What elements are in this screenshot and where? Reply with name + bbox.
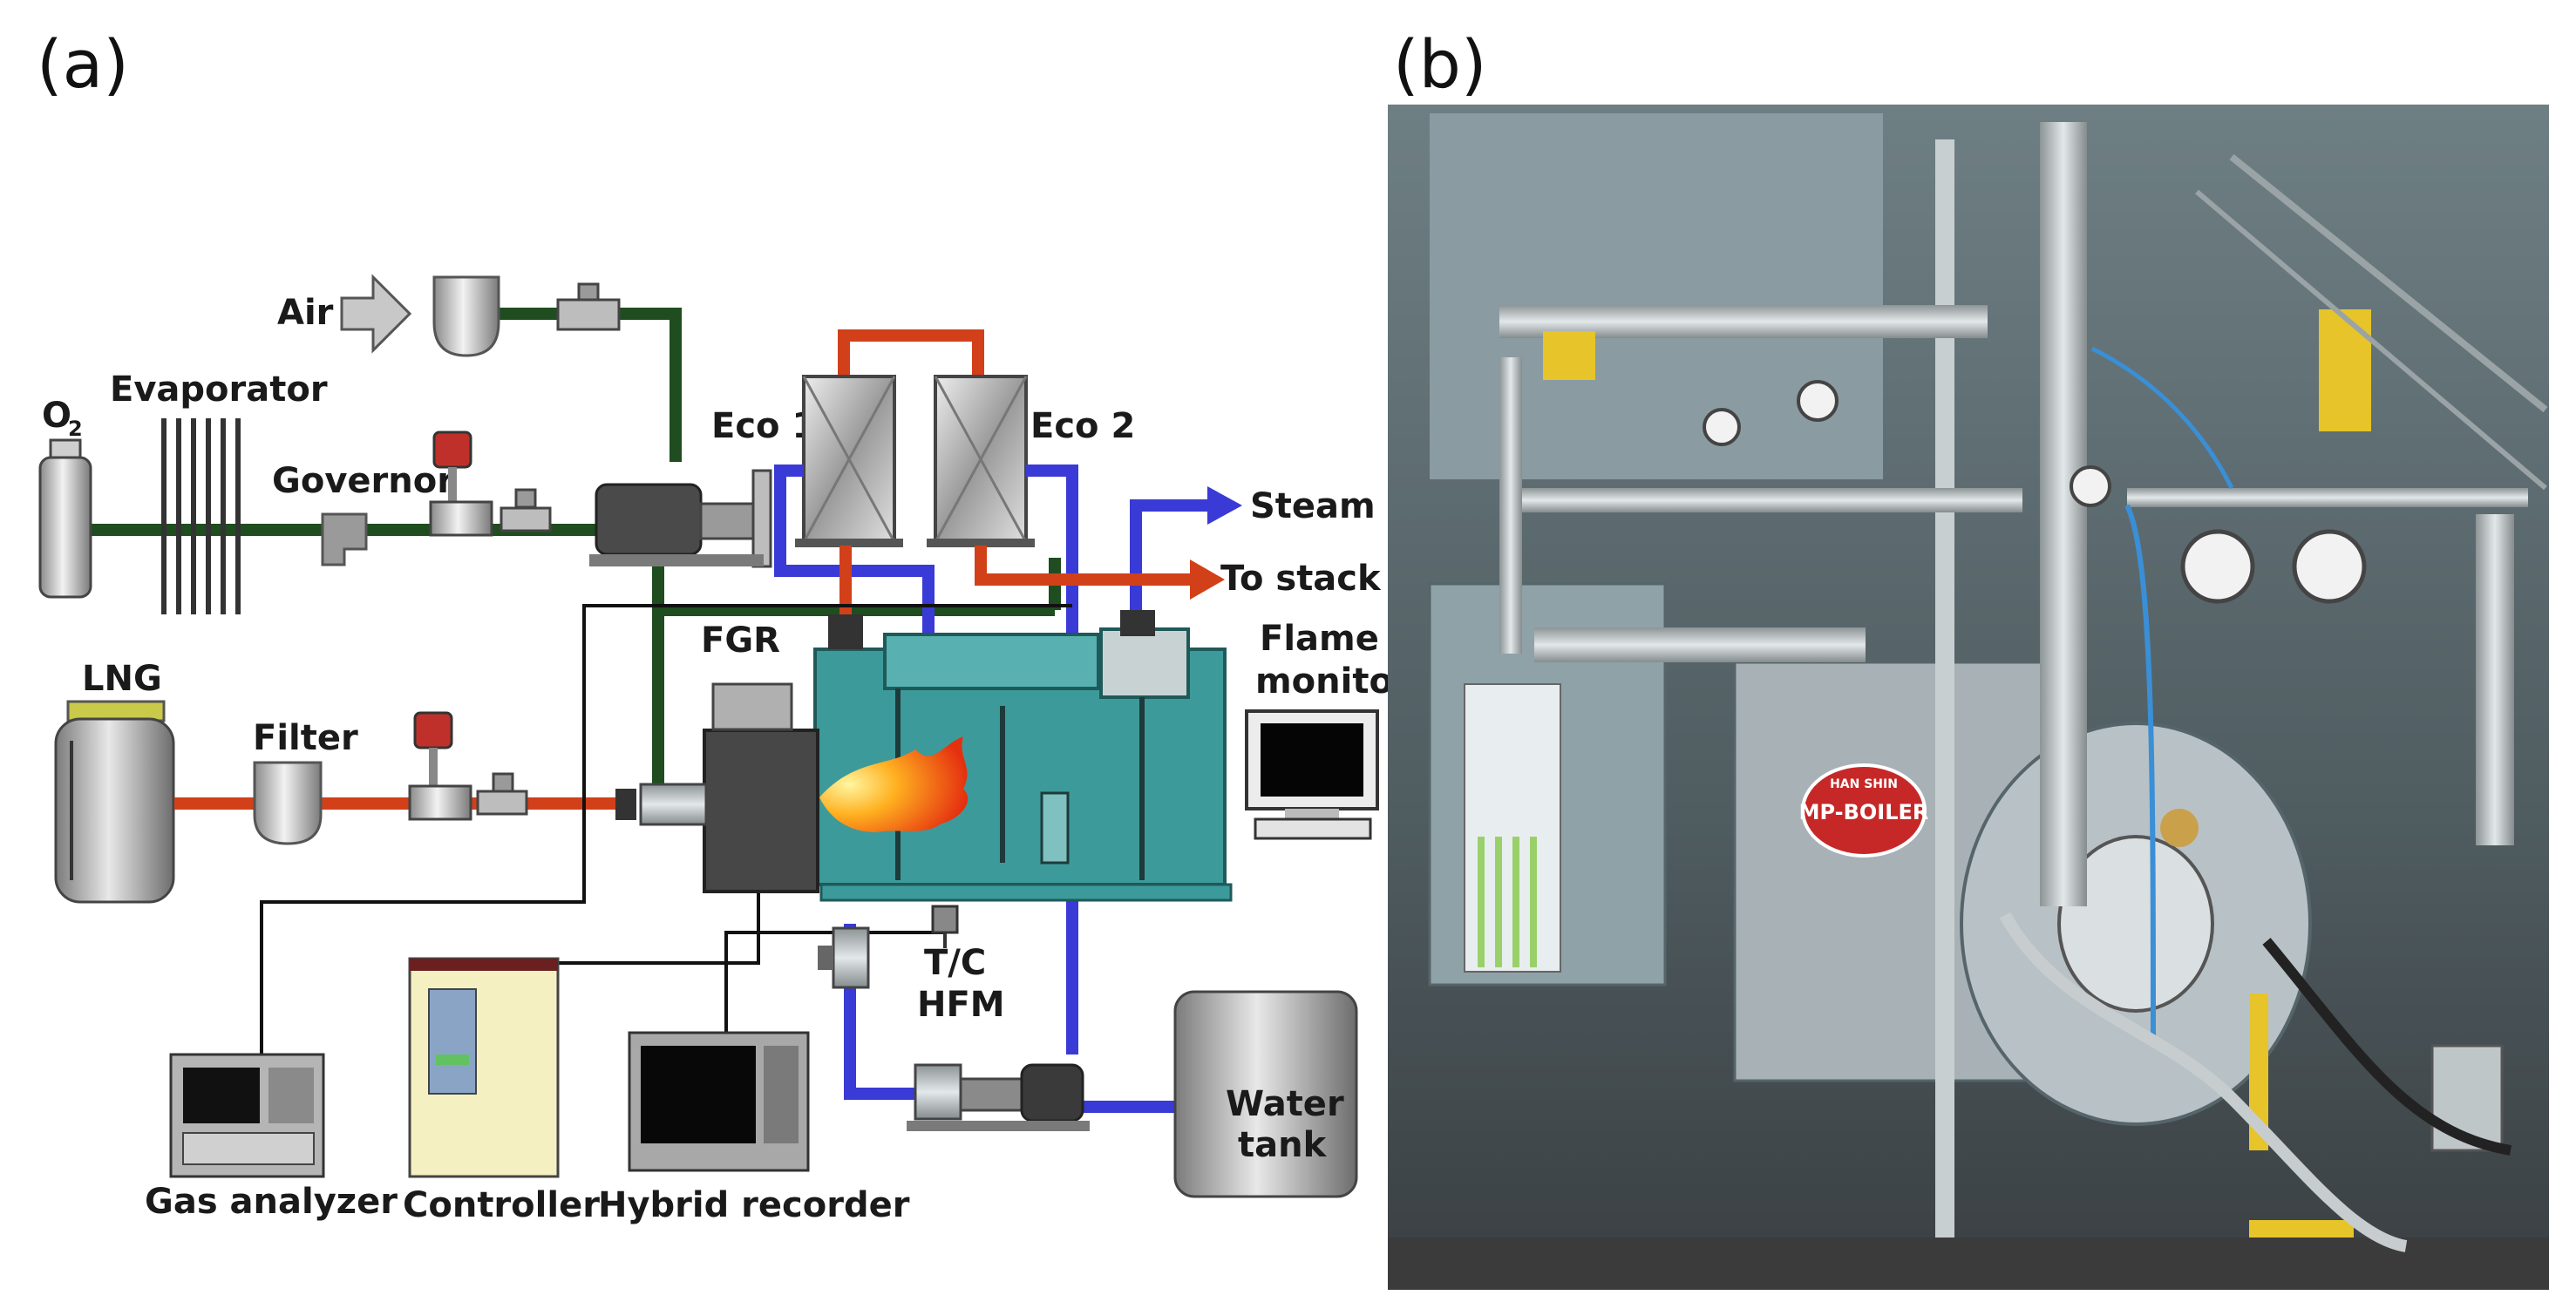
boiler-body-icon <box>813 610 1233 902</box>
panel-a-letter: (a) <box>37 25 129 103</box>
eco1-label: Eco 1 <box>711 406 816 446</box>
flame-monitor-label-1: Flame <box>1260 619 1379 659</box>
governor-icon <box>321 512 368 566</box>
tc-label: T/C <box>924 943 986 983</box>
o2-cylinder-icon <box>38 438 92 599</box>
panel-b-letter: (b) <box>1393 25 1487 103</box>
lng-label: LNG <box>82 659 162 699</box>
air-label: Air <box>277 293 334 333</box>
air-arrow-icon <box>340 274 412 354</box>
governor-label: Governor <box>272 461 454 501</box>
boiler-plate-brand: HAN SHIN <box>1830 777 1898 791</box>
evaporator-icon <box>161 418 241 614</box>
evaporator-label: Evaporator <box>110 370 328 410</box>
eco-connecting-pipe <box>838 329 984 376</box>
boiler-plate-name: MP-BOILER <box>1799 800 1929 824</box>
o2-label: O <box>42 396 71 436</box>
eco2-icon <box>927 375 1035 547</box>
to-stack-label: To stack <box>1220 559 1382 599</box>
o2-flowmeter-icon <box>429 431 552 537</box>
heat-flux-meter-icon <box>818 926 870 989</box>
flame-monitor-icon <box>1245 709 1379 840</box>
stack-arrow-icon <box>1190 559 1225 600</box>
water-tank-label-2: tank <box>1238 1125 1328 1165</box>
controller-label: Controller <box>403 1185 600 1225</box>
gas-analyzer-label: Gas analyzer <box>145 1182 398 1222</box>
flue-gas-line <box>975 546 1194 586</box>
controller-icon <box>408 957 560 1178</box>
flame-monitor-label-2: monitor <box>1255 661 1410 702</box>
burner-icon <box>703 682 819 893</box>
air-filter-icon <box>432 275 500 357</box>
eco1-icon <box>795 375 903 547</box>
fgr-label: FGR <box>701 620 780 661</box>
gas-analyzer-icon <box>169 1053 325 1178</box>
water-tank-icon <box>1173 990 1358 1198</box>
steam-label: Steam <box>1250 486 1376 526</box>
lng-tank-icon <box>54 700 175 904</box>
boiler-photo: HAN SHIN MP-BOILER <box>1388 105 2549 1290</box>
fuel-nozzle-icon <box>615 783 708 826</box>
lng-flowmeter-icon <box>408 711 528 821</box>
hybrid-recorder-icon <box>628 1031 810 1172</box>
eco2-label: Eco 2 <box>1030 406 1135 446</box>
hybrid-recorder-label: Hybrid recorder <box>598 1185 910 1225</box>
blower-fan-icon <box>589 469 772 568</box>
o2-subscript: 2 <box>68 417 83 441</box>
thermocouple-icon <box>931 905 959 948</box>
water-tank-label-1: Water <box>1226 1084 1344 1124</box>
flame-icon <box>819 736 969 832</box>
steam-arrow-icon <box>1207 486 1242 525</box>
hfm-label: HFM <box>917 985 1005 1025</box>
filter-label: Filter <box>253 718 358 758</box>
lng-filter-icon <box>253 761 323 845</box>
air-valve-icon <box>556 282 621 331</box>
water-pump-icon <box>907 1063 1090 1131</box>
